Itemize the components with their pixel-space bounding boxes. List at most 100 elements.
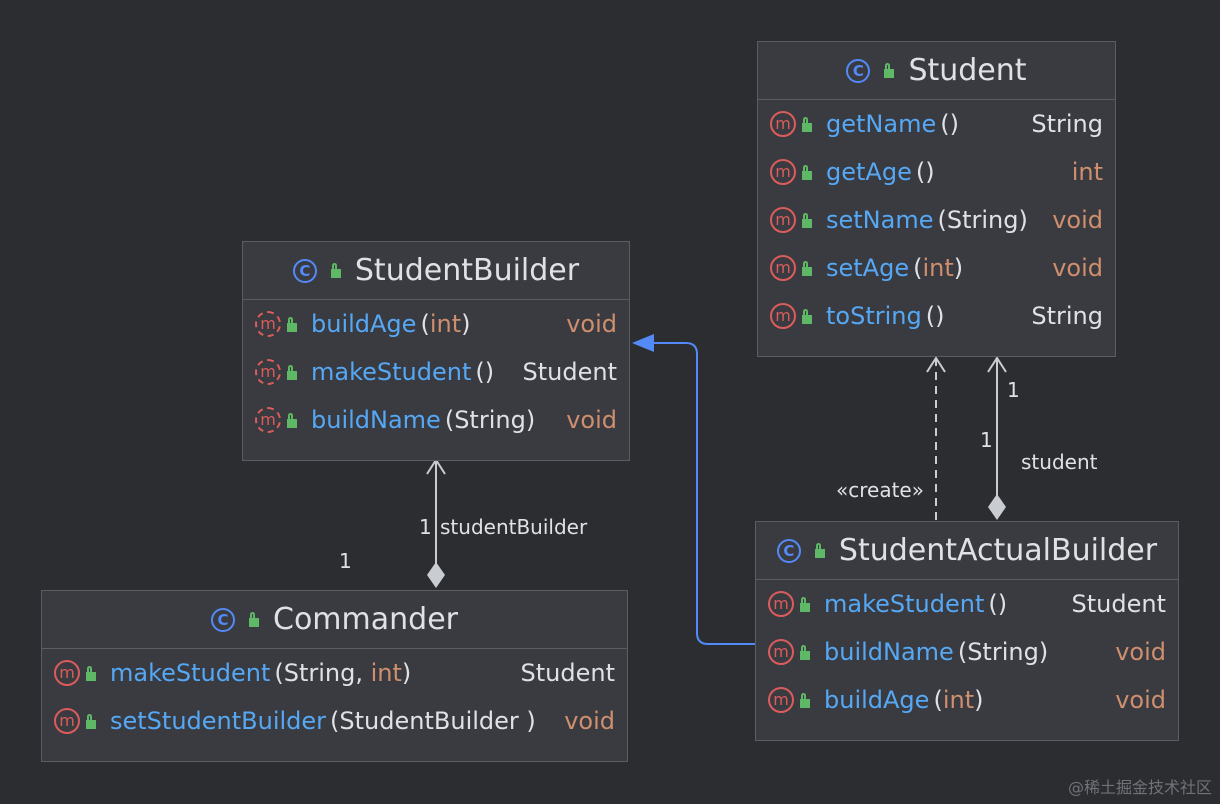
abstract-method-icon: m (255, 359, 281, 385)
method-icon: m (770, 207, 796, 233)
public-lock-icon (814, 543, 825, 558)
class-header: C Student (758, 42, 1115, 100)
inheritance-arrowhead (632, 334, 654, 352)
method-return-type: Student (522, 358, 617, 386)
public-lock-icon (287, 412, 297, 428)
class-name: Student (908, 53, 1027, 88)
method-name: setAge (826, 254, 910, 282)
method-row[interactable]: m setName (String) void (758, 196, 1115, 244)
method-params: (String) (444, 406, 536, 434)
method-icon: m (768, 639, 794, 665)
watermark: @稀土掘金技术社区 (1067, 778, 1212, 797)
param-type: int (922, 254, 954, 282)
method-params: (int) (420, 310, 471, 338)
method-name: setName (826, 206, 934, 234)
method-name: buildAge (311, 310, 417, 338)
method-name: makeStudent (824, 590, 985, 618)
method-params: () (940, 110, 959, 138)
param-type: int (429, 310, 462, 338)
public-lock-icon (802, 260, 812, 276)
method-name: getName (826, 110, 937, 138)
method-return-type: void (564, 707, 615, 735)
public-lock-icon (330, 263, 341, 278)
param-type: int (370, 659, 402, 687)
student-association-arrowhead (987, 356, 1007, 373)
method-params: () (925, 302, 945, 330)
public-lock-icon (802, 116, 812, 132)
method-params: () (475, 358, 495, 386)
method-return-type: Student (520, 659, 615, 687)
class-icon: C (776, 538, 801, 563)
public-lock-icon (287, 364, 297, 380)
method-icon: m (770, 159, 796, 185)
method-row[interactable]: m getAge () int (758, 148, 1115, 196)
class-student[interactable]: C Student m getName () String m getAge (… (757, 41, 1116, 357)
public-lock-icon (86, 665, 96, 681)
method-params: () (988, 590, 1008, 618)
builder-aggregation-diamond (427, 562, 445, 588)
class-header: C Commander (42, 591, 627, 649)
class-student-builder[interactable]: C StudentBuilder m buildAge (int) void m… (242, 241, 630, 461)
public-lock-icon (287, 316, 297, 332)
method-params: (String, int) (274, 659, 412, 687)
public-lock-icon (800, 644, 810, 660)
method-return-type: int (1071, 158, 1103, 186)
method-row[interactable]: m buildAge (int) void (756, 676, 1178, 724)
method-params: (String) (937, 206, 1028, 234)
method-return-type: void (1052, 206, 1103, 234)
method-return-type: void (1115, 638, 1166, 666)
method-icon: m (54, 660, 80, 686)
method-params: () (915, 158, 935, 186)
class-icon: C (846, 58, 871, 83)
public-lock-icon (802, 308, 812, 324)
method-params: (String) (957, 638, 1049, 666)
method-name: setStudentBuilder (110, 707, 327, 735)
abstract-method-icon: m (255, 311, 281, 337)
method-icon: m (768, 591, 794, 617)
create-stereotype-label: «create» (836, 478, 924, 502)
method-row[interactable]: m makeStudent () Student (756, 580, 1178, 628)
method-params: (int) (933, 686, 984, 714)
student-multiplicity-top: 1 (1007, 378, 1020, 402)
student-multiplicity-bottom: 1 (980, 428, 993, 452)
method-row[interactable]: m toString () String (758, 292, 1115, 340)
method-icon: m (770, 303, 796, 329)
builder-role-label: studentBuilder (440, 515, 588, 539)
method-name: buildName (311, 406, 441, 434)
class-header: C StudentBuilder (243, 242, 629, 300)
method-return-type: String (1031, 302, 1103, 330)
method-row[interactable]: m setAge (int) void (758, 244, 1115, 292)
abstract-method-icon: m (255, 407, 281, 433)
method-row[interactable]: m makeStudent () Student (243, 348, 629, 396)
builder-multiplicity-far: 1 (339, 549, 352, 573)
student-aggregation-diamond (988, 494, 1006, 520)
method-row[interactable]: m buildAge (int) void (243, 300, 629, 348)
method-row[interactable]: m getName () String (758, 100, 1115, 148)
method-row[interactable]: m makeStudent (String, int) Student (42, 649, 627, 697)
method-return-type: Student (1071, 590, 1166, 618)
create-arrowhead (926, 356, 946, 373)
method-icon: m (768, 687, 794, 713)
method-return-type: void (1052, 254, 1103, 282)
class-icon: C (211, 607, 235, 632)
method-icon: m (770, 255, 796, 281)
student-role-label: student (1021, 450, 1098, 474)
builder-multiplicity-near: 1 (419, 515, 432, 539)
public-lock-icon (800, 692, 810, 708)
method-row[interactable]: m buildName (String) void (243, 396, 629, 444)
class-header: C StudentActualBuilder (756, 522, 1178, 580)
class-icon: C (292, 258, 317, 283)
inheritance-line (650, 342, 755, 645)
class-commander[interactable]: C Commander m makeStudent (String, int) … (41, 590, 628, 762)
public-lock-icon (249, 612, 259, 627)
public-lock-icon (802, 212, 812, 228)
method-return-type: void (566, 406, 617, 434)
public-lock-icon (884, 63, 895, 78)
public-lock-icon (800, 596, 810, 612)
class-name: StudentBuilder (354, 253, 580, 288)
method-return-type: void (566, 310, 617, 338)
method-params: (StudentBuilder ) (330, 707, 536, 735)
class-student-actual-builder[interactable]: C StudentActualBuilder m makeStudent () … (755, 521, 1179, 741)
method-row[interactable]: m buildName (String) void (756, 628, 1178, 676)
method-row[interactable]: m setStudentBuilder (StudentBuilder ) vo… (42, 697, 627, 745)
